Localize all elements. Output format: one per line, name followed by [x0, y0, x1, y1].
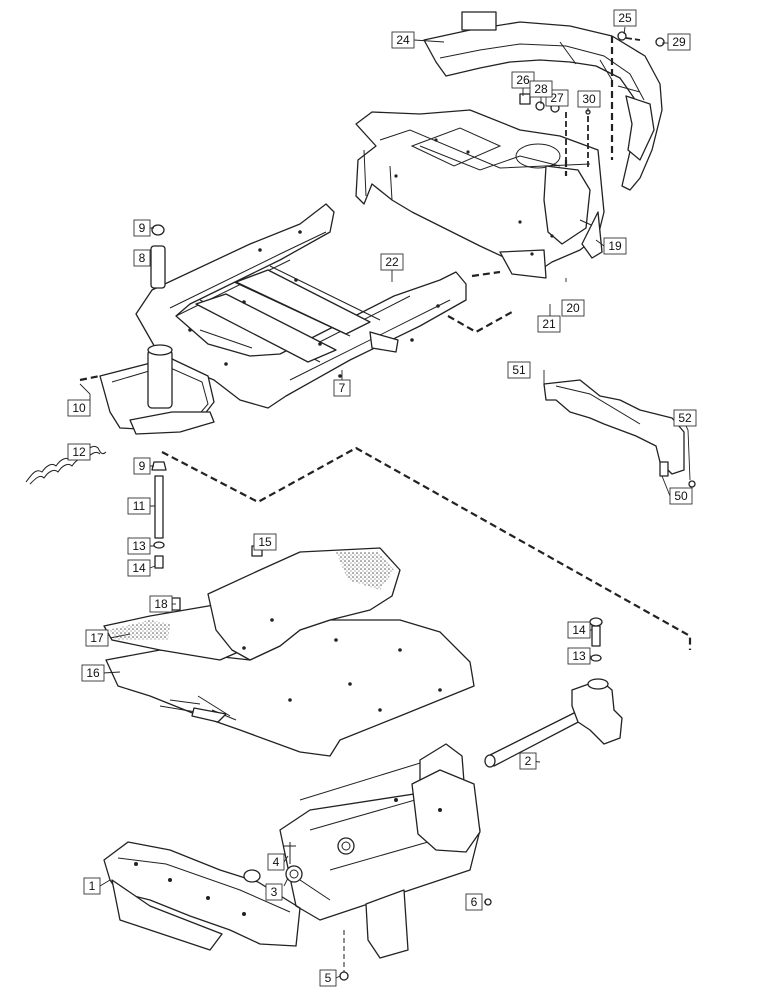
callout-number: 27: [550, 91, 564, 105]
callout-number: 13: [132, 539, 146, 553]
callout-number: 51: [512, 363, 526, 377]
callout-number: 1: [89, 879, 96, 893]
callout-number: 9: [139, 221, 146, 235]
callout-number: 2: [525, 754, 532, 768]
fender-hardware: [519, 31, 665, 170]
callout-number: 14: [572, 623, 586, 637]
callout-number: 3: [271, 885, 278, 899]
callout-9-top: 9: [133, 219, 151, 237]
callout-number: 16: [86, 666, 100, 680]
callout-52: 52: [673, 409, 697, 427]
callout-12: 12: [67, 443, 91, 461]
callout-number: 13: [572, 649, 586, 663]
callout-50: 50: [669, 487, 693, 505]
callout-14-left: 14: [127, 559, 151, 577]
pivot-assembly: [99, 224, 215, 569]
callout-number: 25: [618, 11, 632, 25]
callout-number: 21: [542, 317, 556, 331]
callout-7: 7: [333, 379, 351, 397]
spring: [25, 445, 107, 485]
callout-number: 24: [396, 33, 410, 47]
callout-number: 7: [339, 381, 346, 395]
callout-3: 3: [265, 883, 283, 901]
callout-14-right: 14: [567, 621, 591, 639]
callout-20: 20: [561, 299, 585, 317]
callout-2: 2: [519, 752, 537, 770]
callout-29: 29: [667, 33, 691, 51]
callout-25: 25: [613, 9, 637, 27]
rear-fender: [423, 11, 663, 191]
callout-13-left: 13: [127, 537, 151, 555]
axle-assembly: [484, 617, 623, 768]
callout-number: 15: [258, 535, 272, 549]
callout-number: 26: [516, 73, 530, 87]
base-frame: [103, 743, 492, 981]
callout-number: 6: [471, 895, 478, 909]
main-chassis-frame: [135, 203, 467, 409]
callout-18: 18: [149, 595, 173, 613]
callout-number: 22: [385, 255, 399, 269]
callout-51: 51: [507, 361, 531, 379]
rear-mount-frame: [355, 109, 605, 279]
bracket-51: [543, 379, 696, 488]
callout-number: 10: [72, 401, 86, 415]
callout-9-bottom: 9: [133, 457, 151, 475]
callout-number: 4: [273, 855, 280, 869]
callout-28: 28: [529, 80, 553, 98]
callout-number: 9: [139, 459, 146, 473]
callout-1: 1: [83, 877, 101, 895]
callout-number: 28: [534, 82, 548, 96]
callout-number: 17: [90, 631, 104, 645]
callout-number: 52: [678, 411, 692, 425]
callout-number: 14: [132, 561, 146, 575]
callout-8: 8: [133, 249, 151, 267]
callout-15: 15: [253, 533, 277, 551]
callout-number: 12: [72, 445, 86, 459]
callout-6: 6: [465, 893, 483, 911]
callout-4: 4: [267, 853, 285, 871]
callout-11: 11: [127, 497, 151, 515]
floor-plate: [103, 545, 475, 757]
callout-number: 11: [133, 499, 146, 513]
callout-number: 29: [672, 35, 686, 49]
callout-number: 20: [566, 301, 580, 315]
callout-26: 26: [511, 71, 535, 89]
callout-30: 30: [577, 90, 601, 108]
callout-number: 19: [608, 239, 622, 253]
callout-16: 16: [81, 664, 105, 682]
callout-number: 5: [325, 971, 332, 985]
callout-21: 21: [537, 315, 561, 333]
callout-number: 30: [582, 92, 596, 106]
callout-5: 5: [319, 969, 337, 987]
assembly-lines: [79, 36, 692, 650]
callout-13-right: 13: [567, 647, 591, 665]
callout-19: 19: [603, 237, 627, 255]
callout-22: 22: [380, 253, 404, 271]
callout-number: 50: [674, 489, 688, 503]
callout-24: 24: [391, 31, 415, 49]
callout-10: 10: [67, 399, 91, 417]
callout-17: 17: [85, 629, 109, 647]
callout-number: 8: [139, 251, 146, 265]
callout-number: 18: [154, 597, 168, 611]
